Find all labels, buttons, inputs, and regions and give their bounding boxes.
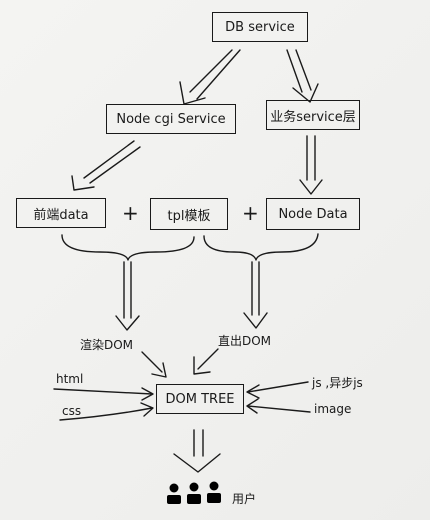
plus-operator-2: +	[242, 201, 259, 225]
node-node-data: Node Data	[266, 198, 360, 230]
arrow-node-cgi-to-frontend-data	[71, 140, 141, 191]
arrow-image-to-dom-tree	[246, 398, 311, 414]
arrow-dom-tree-to-users	[173, 429, 221, 473]
arrow-js-to-dom-tree	[246, 381, 309, 399]
arrow-biz-layer-to-node-data	[299, 135, 323, 195]
node-db-service: DB service	[212, 12, 308, 42]
node-frontend-data: 前端data	[16, 198, 106, 228]
node-node-cgi-service: Node cgi Service	[106, 104, 236, 134]
arrow-css-to-dom-tree	[59, 402, 154, 421]
arrow-html-to-dom-tree	[53, 387, 154, 401]
label-js-async-js: js ,异步js	[312, 376, 363, 390]
arrow-db-to-biz-layer	[286, 49, 319, 103]
arrow-db-to-node-cgi	[179, 49, 241, 105]
users-icon	[167, 481, 221, 504]
arrow-direct-dom-to-dom-tree	[193, 348, 219, 375]
node-tpl-template: tpl模板	[150, 198, 228, 230]
label-image: image	[314, 402, 352, 416]
node-biz-service-layer: 业务service层	[266, 100, 360, 130]
label-direct-dom: 直出DOM	[218, 334, 272, 348]
label-html: html	[56, 372, 84, 386]
brace-left	[61, 234, 195, 261]
brace-right	[203, 233, 319, 261]
label-render-dom: 渲染DOM	[80, 338, 134, 352]
arrow-brace-to-render-dom	[115, 261, 140, 331]
plus-operator-1: +	[122, 201, 139, 225]
label-css: css	[62, 404, 82, 418]
node-dom-tree: DOM TREE	[156, 384, 244, 414]
arrow-render-dom-to-dom-tree	[141, 351, 167, 378]
arrow-brace-to-direct-dom	[243, 261, 268, 329]
label-users: 用户	[232, 492, 257, 506]
